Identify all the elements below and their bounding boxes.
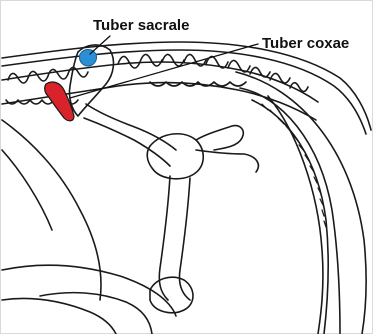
abdomen-contour-2 bbox=[40, 293, 152, 334]
femur-shaft bbox=[159, 176, 170, 300]
hindlimb-thigh-outline bbox=[268, 96, 323, 334]
tuber-sacrale-highlight bbox=[79, 50, 96, 67]
tail-outline-lower bbox=[252, 100, 328, 334]
flank-contour-2 bbox=[2, 150, 52, 230]
femur-shaft-rear bbox=[179, 178, 190, 300]
ventral-contour bbox=[2, 299, 116, 334]
trochanter bbox=[196, 126, 243, 150]
ilium-shaft bbox=[86, 104, 176, 150]
tuber-sacrale-label: Tuber sacrale bbox=[93, 18, 189, 33]
ilium-shaft-lower bbox=[84, 118, 170, 166]
ischium bbox=[196, 150, 258, 172]
hip-joint bbox=[147, 134, 203, 179]
tuber-coxae-label: Tuber coxae bbox=[262, 36, 349, 51]
flank-contour bbox=[2, 120, 101, 300]
tuber-coxae-leader bbox=[70, 44, 258, 98]
